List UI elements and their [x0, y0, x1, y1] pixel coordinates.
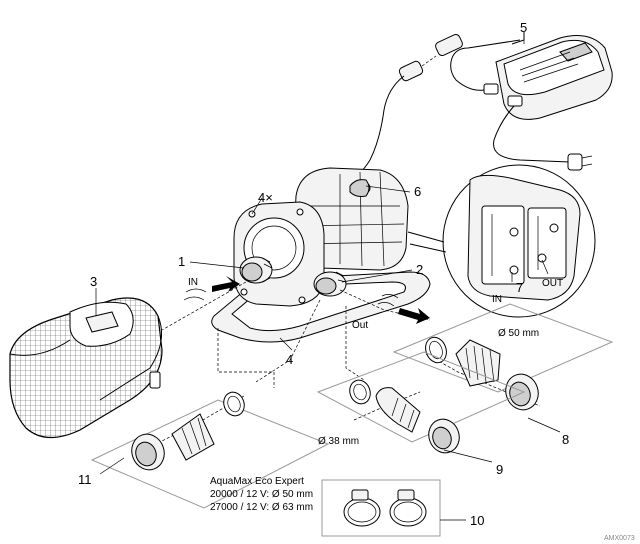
- label-in-flow: IN: [188, 277, 198, 288]
- callout-3: 3: [90, 274, 97, 289]
- label-figure-code: AMX0073: [604, 535, 635, 542]
- label-product-27000: 27000 / 12 V: Ø 63 mm: [210, 502, 313, 513]
- label-product-20000: 20000 / 12 V: Ø 50 mm: [210, 489, 313, 500]
- label-in-port: IN: [492, 294, 502, 305]
- callout-4x: 4×: [258, 190, 273, 205]
- label-out-flow: Out: [352, 320, 368, 331]
- inlet-port-1: [239, 256, 273, 284]
- label-product-name: AquaMax Eco Expert: [210, 476, 304, 487]
- callout-numbers: 1 2 3 4 4× 5 6 7 8 9 10 11: [78, 20, 569, 528]
- label-diameter-38: Ø 38 mm: [318, 436, 359, 447]
- label-diameter-50: Ø 50 mm: [498, 328, 539, 339]
- cable-connector: [347, 33, 463, 183]
- callout-4: 4: [286, 352, 293, 367]
- callout-5: 5: [520, 20, 527, 35]
- filter-basket: [9, 297, 163, 439]
- callout-8: 8: [562, 432, 569, 447]
- power-supply-unit: [450, 32, 613, 171]
- callout-9: 9: [496, 462, 503, 477]
- callout-6: 6: [414, 184, 421, 199]
- out-flow-arrow-icon: [398, 308, 430, 324]
- callout-2: 2: [416, 262, 423, 277]
- hose-clamps-10: [321, 479, 441, 537]
- callout-11: 11: [78, 472, 92, 487]
- pump-body: [211, 167, 431, 343]
- callout-10: 10: [470, 513, 484, 528]
- adapter-set-9: [316, 351, 526, 454]
- diagram-labels: IN Out IN OUT Ø 50 mm Ø 38 mm AquaMax Ec…: [188, 277, 635, 542]
- connection-detail-bubble: [407, 164, 596, 318]
- adapter-set-8: [392, 303, 614, 411]
- callout-7: 7: [516, 280, 523, 295]
- label-out-port: OUT: [542, 278, 563, 289]
- callout-1: 1: [178, 254, 185, 269]
- adapter-set-11: [90, 391, 330, 509]
- in-flow-arrow-icon: [212, 276, 240, 292]
- outlet-port-2: [313, 271, 347, 297]
- callout-leaders: [95, 36, 561, 521]
- flow-arrows: [183, 276, 430, 324]
